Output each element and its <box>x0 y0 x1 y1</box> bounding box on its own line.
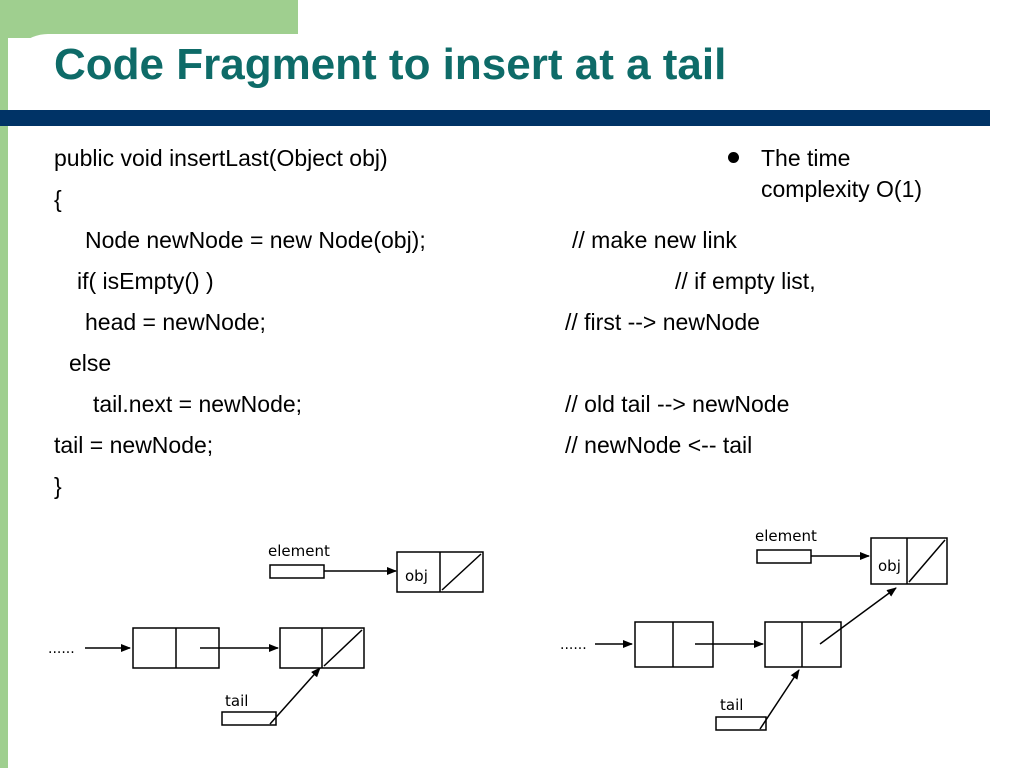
title-rule <box>0 110 990 126</box>
tail-next-arrow <box>819 587 897 645</box>
code-comment-if-empty: // if empty list, <box>675 268 816 294</box>
bullet-line-2: complexity O(1) <box>761 176 923 202</box>
code-comment-make-link: // make new link <box>572 227 737 253</box>
tail-field <box>715 716 767 731</box>
left-accent-bar <box>0 0 8 768</box>
code-line-if-empty: if( isEmpty() ) <box>77 268 214 294</box>
dots-label: ...... <box>560 637 587 653</box>
old-tail-null-slash <box>323 629 363 667</box>
title-background <box>8 34 1024 114</box>
code-line-tail-assign: tail = newNode; <box>54 432 214 458</box>
tail-label: tail <box>720 696 743 714</box>
code-line-new-node: Node newNode = new Node(obj); <box>85 227 426 253</box>
code-line-close-brace: } <box>54 473 62 499</box>
code-comment-first: // first --> newNode <box>565 309 760 335</box>
tail-arrow <box>759 669 800 730</box>
bullet-line-1: The time <box>761 145 851 171</box>
new-node-box <box>870 537 948 585</box>
diagram-before: element obj ...... tail <box>48 542 484 726</box>
new-node-null-slash <box>441 553 482 591</box>
code-comment-new-node: // newNode <-- tail <box>565 432 753 458</box>
element-field <box>756 549 812 564</box>
obj-label: obj <box>878 557 901 575</box>
bullet-dot <box>728 152 739 163</box>
old-tail-box <box>764 621 842 668</box>
element-field <box>269 564 325 579</box>
code-line-tail-next: tail.next = newNode; <box>93 391 303 417</box>
top-accent-tab <box>0 0 298 38</box>
tail-arrow <box>269 667 321 725</box>
tail-field <box>221 711 277 726</box>
code-line-else: else <box>69 350 112 376</box>
code-line-head-assign: head = newNode; <box>85 309 266 335</box>
code-line-signature: public void insertLast(Object obj) <box>54 145 388 171</box>
element-label: element <box>755 527 817 545</box>
dots-label: ...... <box>48 641 75 657</box>
diagram-after: element obj ...... tail <box>560 527 948 731</box>
slide-title: Code Fragment to insert at a tail <box>54 40 727 89</box>
code-line-open-brace: { <box>54 186 62 212</box>
obj-label: obj <box>405 567 428 585</box>
element-label: element <box>268 542 330 560</box>
new-node-null-slash <box>908 539 946 583</box>
bullet-text: The time complexity O(1) <box>761 143 922 205</box>
code-comment-old-tail: // old tail --> newNode <box>565 391 790 417</box>
tail-label: tail <box>225 692 248 710</box>
